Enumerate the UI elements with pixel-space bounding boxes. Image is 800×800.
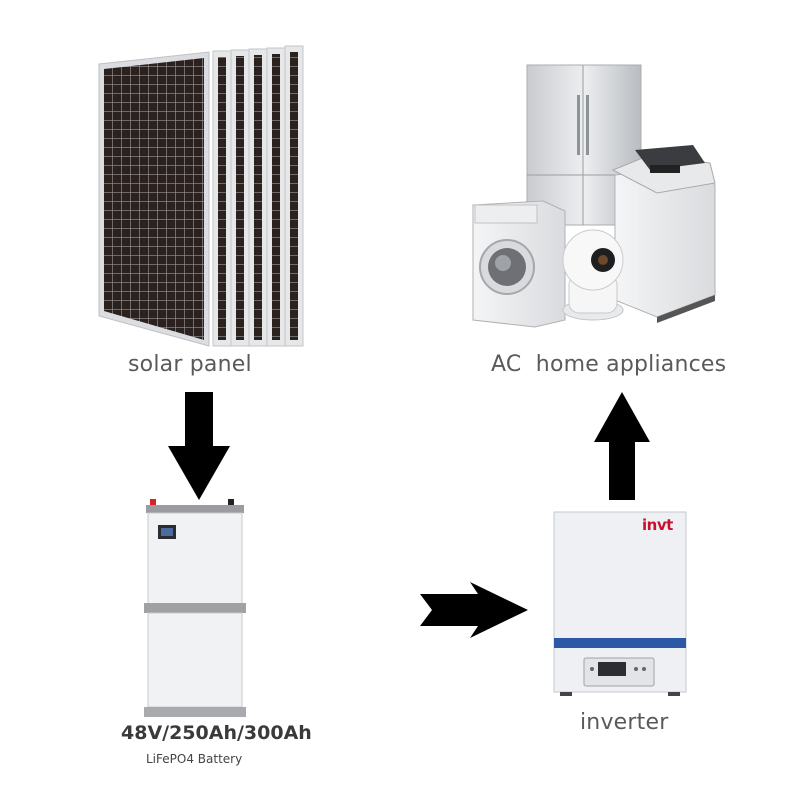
inverter-image — [553, 511, 687, 696]
security-camera-icon — [562, 229, 624, 321]
solar-panel-label: solar panel — [128, 352, 252, 377]
solar-panel-node — [95, 40, 315, 350]
front-load-washer-icon — [472, 200, 566, 328]
arrow-battery-to-inverter — [420, 582, 528, 638]
inverter-brand-logo: invt — [642, 516, 673, 534]
battery-spec-label: 48V/250Ah/300Ah — [121, 722, 312, 744]
battery-node — [140, 495, 250, 720]
inverter-node: invt — [550, 508, 695, 698]
appliances-node — [465, 55, 725, 330]
appliances-image — [472, 64, 716, 328]
appliances-label: AC home appliances — [491, 352, 727, 377]
top-load-washer-icon — [611, 145, 716, 323]
inverter-label: inverter — [580, 710, 669, 735]
arrow-solar-to-battery — [168, 392, 230, 500]
battery-image — [144, 499, 246, 717]
battery-type-label: LiFePO4 Battery — [146, 752, 243, 766]
arrow-inverter-to-appliances — [594, 392, 650, 500]
solar-panel-image — [98, 45, 304, 347]
